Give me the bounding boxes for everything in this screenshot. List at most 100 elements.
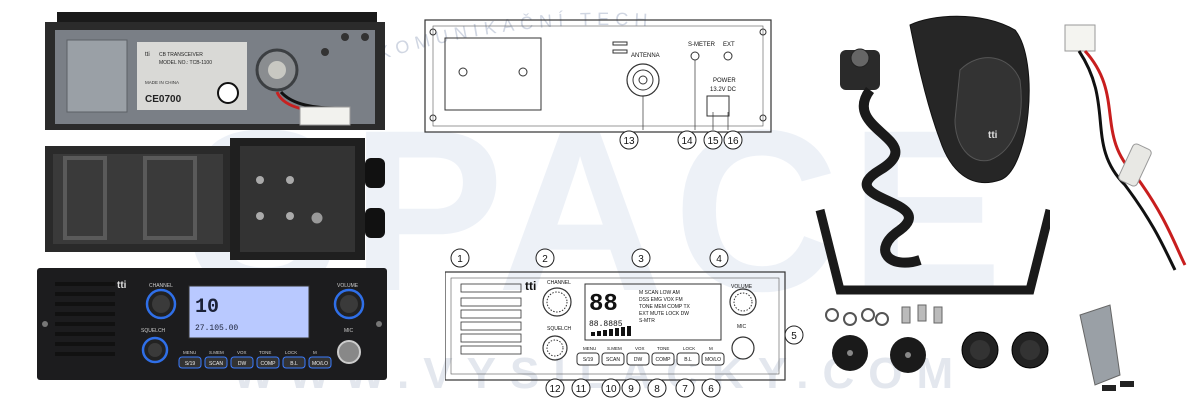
washers [825, 308, 889, 326]
diagram-key-top-2: VOX [635, 346, 645, 351]
diagram-lcd-digits: 88 [589, 291, 618, 318]
power-cable-photo [1064, 24, 1187, 271]
front-lcd-digits: 10 [195, 296, 219, 319]
diagram-lcd-freq: 88.8885 [589, 320, 623, 329]
side-knob-bottom [365, 208, 385, 238]
diagram-lcd-row3: TONE MEM COMP TX [639, 304, 691, 310]
rear-sticker-made: MADE IN CHINA [145, 80, 179, 85]
front-channel-label: CHANNEL [149, 283, 173, 289]
rear-diagram: ANTENNA S-METER EXT POWER 13.2V DC 13 14… [424, 19, 772, 150]
side-knob-top [365, 158, 385, 188]
front-mic-label: MIC [344, 328, 354, 334]
callout-8: 8 [654, 384, 660, 395]
diagram-key-bl-label: B.L [684, 357, 692, 363]
callout-1: 1 [457, 254, 463, 265]
diagram-key-top-3: TONE [657, 346, 669, 351]
mic-coil-cord [858, 87, 922, 268]
microphone-photo: tti [815, 15, 1050, 295]
diagram-lcd-row1: M SCAN LOW AM [639, 290, 680, 296]
smeter-label: S-METER [688, 42, 716, 48]
front-key-top-1: S.MEM [209, 350, 224, 355]
front-key-comp-label: COMP [261, 361, 277, 367]
callout-4: 4 [716, 254, 722, 265]
front-squelch-label: SQUELCH [141, 328, 166, 334]
front-key-top-5: M [313, 350, 317, 355]
diagram-key-scan [601, 352, 625, 366]
front-brand: tti [117, 280, 127, 291]
diagram-lcd-row2: DSS EMG VOX FM [639, 297, 683, 303]
callout-3: 3 [638, 254, 644, 265]
callout-14: 14 [681, 136, 693, 147]
front-key-top-3: TONE [259, 350, 271, 355]
smeter-jack [690, 51, 700, 61]
ext-jack [723, 51, 733, 61]
diagram-key-comp [651, 352, 675, 366]
front-key-dw-label: DW [238, 361, 247, 367]
callout-16: 16 [727, 136, 739, 147]
rear-photo: tti CB TRANSCEIVER MODEL NO.: TCB-1100 M… [45, 12, 385, 130]
front-key-bl-label: B.L [290, 361, 298, 367]
diagram-brand: tti [525, 279, 536, 293]
mic-socket[interactable] [337, 340, 361, 364]
front-key-scan-label: SCAN [209, 361, 223, 367]
ce-mark: CE0700 [145, 94, 182, 105]
power-connector-diagram [706, 95, 730, 117]
mic-hanger-clip [1079, 304, 1121, 386]
callout-13: 13 [623, 136, 635, 147]
diagram-key-s19-label: S/19 [583, 357, 594, 363]
callout-5: 5 [791, 331, 797, 342]
front-key-top-2: VOX [237, 350, 247, 355]
diagram-key-top-0: MENU [583, 346, 596, 351]
front-key-bl[interactable] [282, 356, 306, 369]
diagram-key-top-1: S.MEM [607, 346, 622, 351]
rear-sticker-line2: MODEL NO.: TCB-1100 [159, 60, 212, 66]
callout-9: 9 [628, 384, 634, 395]
callout-6: 6 [708, 384, 714, 395]
front-key-s19[interactable] [178, 356, 202, 369]
power-plug [299, 106, 351, 126]
rear-sticker-line1: CB TRANSCEIVER [159, 52, 203, 58]
callout-2: 2 [542, 254, 548, 265]
front-key-scan[interactable] [204, 356, 228, 369]
fuse-holder [1118, 143, 1152, 187]
mic-grille [954, 57, 1022, 162]
front-lcd [188, 285, 310, 339]
front-key-molo-label: MO/LO [312, 361, 328, 367]
front-key-comp[interactable] [256, 356, 280, 369]
diagram-key-s19 [576, 352, 600, 366]
cable-black-wire [1077, 50, 1177, 271]
side-photo [45, 138, 385, 260]
front-lcd-freq: 27.105.00 [195, 324, 238, 333]
diagram-key-top-5: M [709, 346, 713, 351]
diagram-volume-label: VOLUME [731, 284, 753, 290]
diagram-channel-knob [542, 287, 572, 317]
mic-plug [840, 50, 880, 90]
front-key-s19-label: S/19 [185, 361, 196, 367]
cable-plug [1064, 24, 1096, 52]
diagram-squelch-knob [542, 335, 568, 361]
callout-15: 15 [707, 136, 719, 147]
front-diagram: 1 2 3 4 5 tti CHANNEL SQUELCH 88 M SCAN … [445, 248, 804, 398]
callout-7: 7 [682, 384, 688, 395]
diagram-key-dw-label: DW [634, 357, 643, 363]
mounting-bracket [815, 208, 1050, 295]
front-key-molo[interactable] [308, 356, 332, 369]
diagram-key-molo-label: MO/LO [705, 357, 721, 363]
front-volume-label: VOLUME [337, 283, 359, 289]
diagram-channel-label: CHANNEL [547, 280, 571, 286]
diagram-key-scan-label: SCAN [606, 357, 620, 363]
antenna-connector-diagram [626, 63, 660, 97]
diagram-lcd-row5: S-MTR [639, 318, 655, 324]
diagram-mic-label: MIC [737, 324, 747, 330]
rear-sticker-brand: tti [145, 52, 150, 58]
accessories-photo [825, 304, 1134, 391]
diagram-key-comp-label: COMP [656, 357, 672, 363]
mic-brand: tti [988, 130, 998, 141]
diagram-volume-knob [729, 288, 757, 316]
ext-label: EXT [723, 42, 735, 48]
antenna-label: ANTENNA [631, 53, 660, 59]
front-key-top-4: LOCK [285, 350, 297, 355]
front-key-dw[interactable] [230, 356, 254, 369]
diagram-key-molo [701, 352, 725, 366]
diagram-key-top-4: LOCK [683, 346, 695, 351]
